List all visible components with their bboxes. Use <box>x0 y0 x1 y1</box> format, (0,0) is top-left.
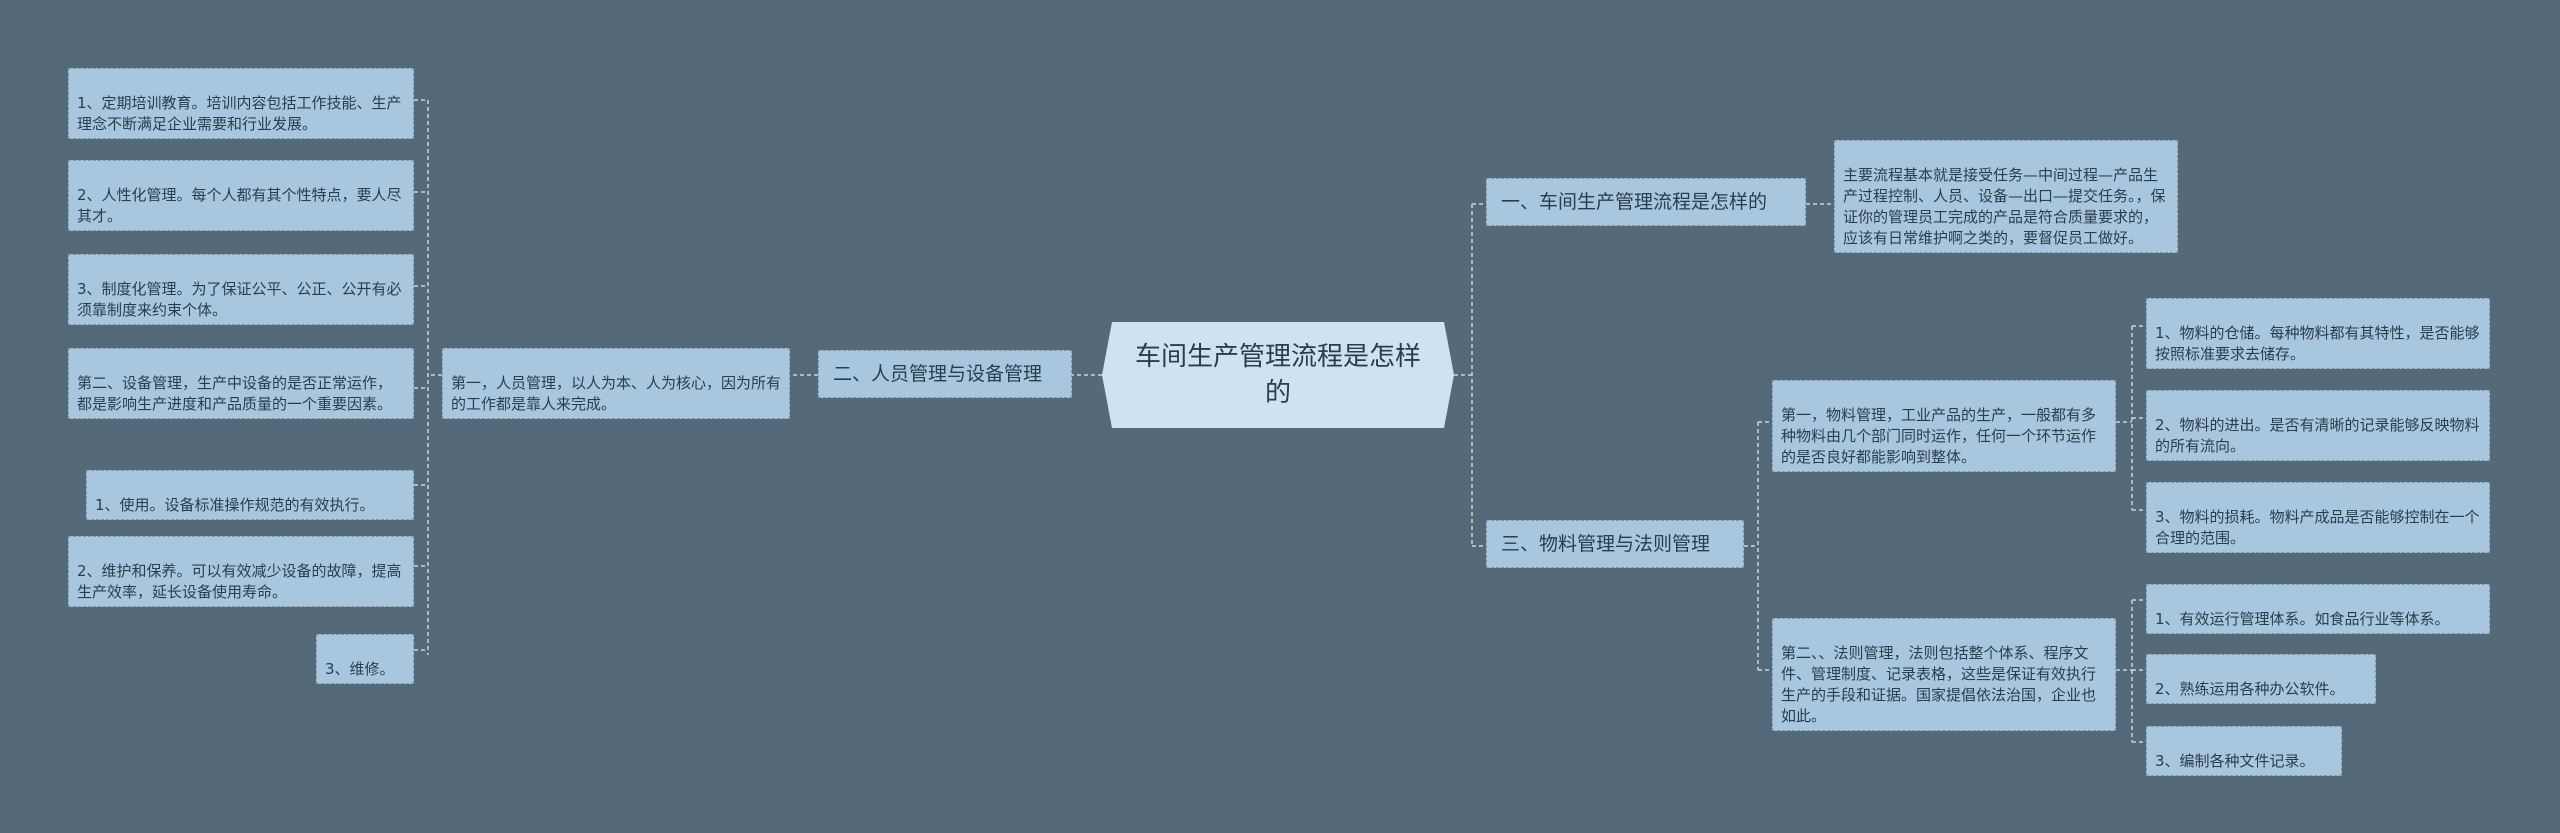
leaf-maintenance[interactable]: 2、维护和保养。可以有效减少设备的故障，提高生产效率，延长设备使用寿命。 <box>68 536 414 607</box>
leaf-text: 3、维修。 <box>325 660 395 678</box>
root-title: 车间生产管理流程是怎样的 <box>1134 342 1421 408</box>
branch-process[interactable]: 一、车间生产管理流程是怎样的 <box>1486 178 1806 226</box>
leaf-material-loss[interactable]: 3、物料的损耗。物料产成品是否能够控制在一个合理的范围。 <box>2146 482 2490 553</box>
node-rules-management[interactable]: 第二、、法则管理，法则包括整个体系、程序文件、管理制度、记录表格，这些是保证有效… <box>1772 618 2116 731</box>
leaf-repair[interactable]: 3、维修。 <box>316 634 414 684</box>
leaf-office-software[interactable]: 2、熟练运用各种办公软件。 <box>2146 654 2376 704</box>
leaf-equipment-use[interactable]: 1、使用。设备标准操作规范的有效执行。 <box>86 470 414 520</box>
leaf-process-detail[interactable]: 主要流程基本就是接受任务—中间过程—产品生产过程控制、人员、设备—出口—提交任务… <box>1834 140 2178 253</box>
leaf-text: 2、熟练运用各种办公软件。 <box>2155 680 2345 698</box>
leaf-text: 1、使用。设备标准操作规范的有效执行。 <box>95 496 375 514</box>
leaf-document-records[interactable]: 3、编制各种文件记录。 <box>2146 726 2342 776</box>
node-text: 第一，人员管理，以人为本、人为核心，因为所有的工作都是靠人来完成。 <box>451 374 782 413</box>
node-text: 第一，物料管理，工业产品的生产，一般都有多种物料由几个部门同时运作，任何一个环节… <box>1781 406 2097 466</box>
leaf-text: 3、物料的损耗。物料产成品是否能够控制在一个合理的范围。 <box>2155 508 2480 547</box>
branch-personnel-equipment[interactable]: 二、人员管理与设备管理 <box>818 350 1072 398</box>
branch-material-rules[interactable]: 三、物料管理与法则管理 <box>1486 520 1744 568</box>
leaf-text: 2、人性化管理。每个人都有其个性特点，要人尽其才。 <box>77 186 402 225</box>
leaf-text: 2、物料的进出。是否有清晰的记录能够反映物料的所有流向。 <box>2155 416 2480 455</box>
leaf-humanized[interactable]: 2、人性化管理。每个人都有其个性特点，要人尽其才。 <box>68 160 414 231</box>
leaf-management-system[interactable]: 1、有效运行管理体系。如食品行业等体系。 <box>2146 584 2490 634</box>
leaf-equipment-management[interactable]: 第二、设备管理，生产中设备的是否正常运作，都是影响生产进度和产品质量的一个重要因… <box>68 348 414 419</box>
leaf-text: 1、物料的仓储。每种物料都有其特性，是否能够按照标准要求去储存。 <box>2155 324 2480 363</box>
leaf-material-storage[interactable]: 1、物料的仓储。每种物料都有其特性，是否能够按照标准要求去储存。 <box>2146 298 2490 369</box>
leaf-training[interactable]: 1、定期培训教育。培训内容包括工作技能、生产理念不断满足企业需要和行业发展。 <box>68 68 414 139</box>
branch-label: 二、人员管理与设备管理 <box>833 363 1043 385</box>
root-topic[interactable]: 车间生产管理流程是怎样的 <box>1102 322 1454 428</box>
leaf-text: 1、有效运行管理体系。如食品行业等体系。 <box>2155 610 2450 628</box>
leaf-text: 2、维护和保养。可以有效减少设备的故障，提高生产效率，延长设备使用寿命。 <box>77 562 402 601</box>
leaf-text: 3、制度化管理。为了保证公平、公正、公开有必须靠制度来约束个体。 <box>77 280 402 319</box>
node-personnel-management[interactable]: 第一，人员管理，以人为本、人为核心，因为所有的工作都是靠人来完成。 <box>442 348 790 419</box>
node-text: 第二、、法则管理，法则包括整个体系、程序文件、管理制度、记录表格，这些是保证有效… <box>1781 644 2097 725</box>
leaf-institutional[interactable]: 3、制度化管理。为了保证公平、公正、公开有必须靠制度来约束个体。 <box>68 254 414 325</box>
branch-label: 三、物料管理与法则管理 <box>1501 533 1711 555</box>
leaf-text: 主要流程基本就是接受任务—中间过程—产品生产过程控制、人员、设备—出口—提交任务… <box>1843 166 2166 247</box>
leaf-text: 1、定期培训教育。培训内容包括工作技能、生产理念不断满足企业需要和行业发展。 <box>77 94 402 133</box>
leaf-material-flow[interactable]: 2、物料的进出。是否有清晰的记录能够反映物料的所有流向。 <box>2146 390 2490 461</box>
node-material-management[interactable]: 第一，物料管理，工业产品的生产，一般都有多种物料由几个部门同时运作，任何一个环节… <box>1772 380 2116 472</box>
leaf-text: 3、编制各种文件记录。 <box>2155 752 2315 770</box>
branch-label: 一、车间生产管理流程是怎样的 <box>1501 191 1768 213</box>
leaf-text: 第二、设备管理，生产中设备的是否正常运作，都是影响生产进度和产品质量的一个重要因… <box>77 374 393 413</box>
